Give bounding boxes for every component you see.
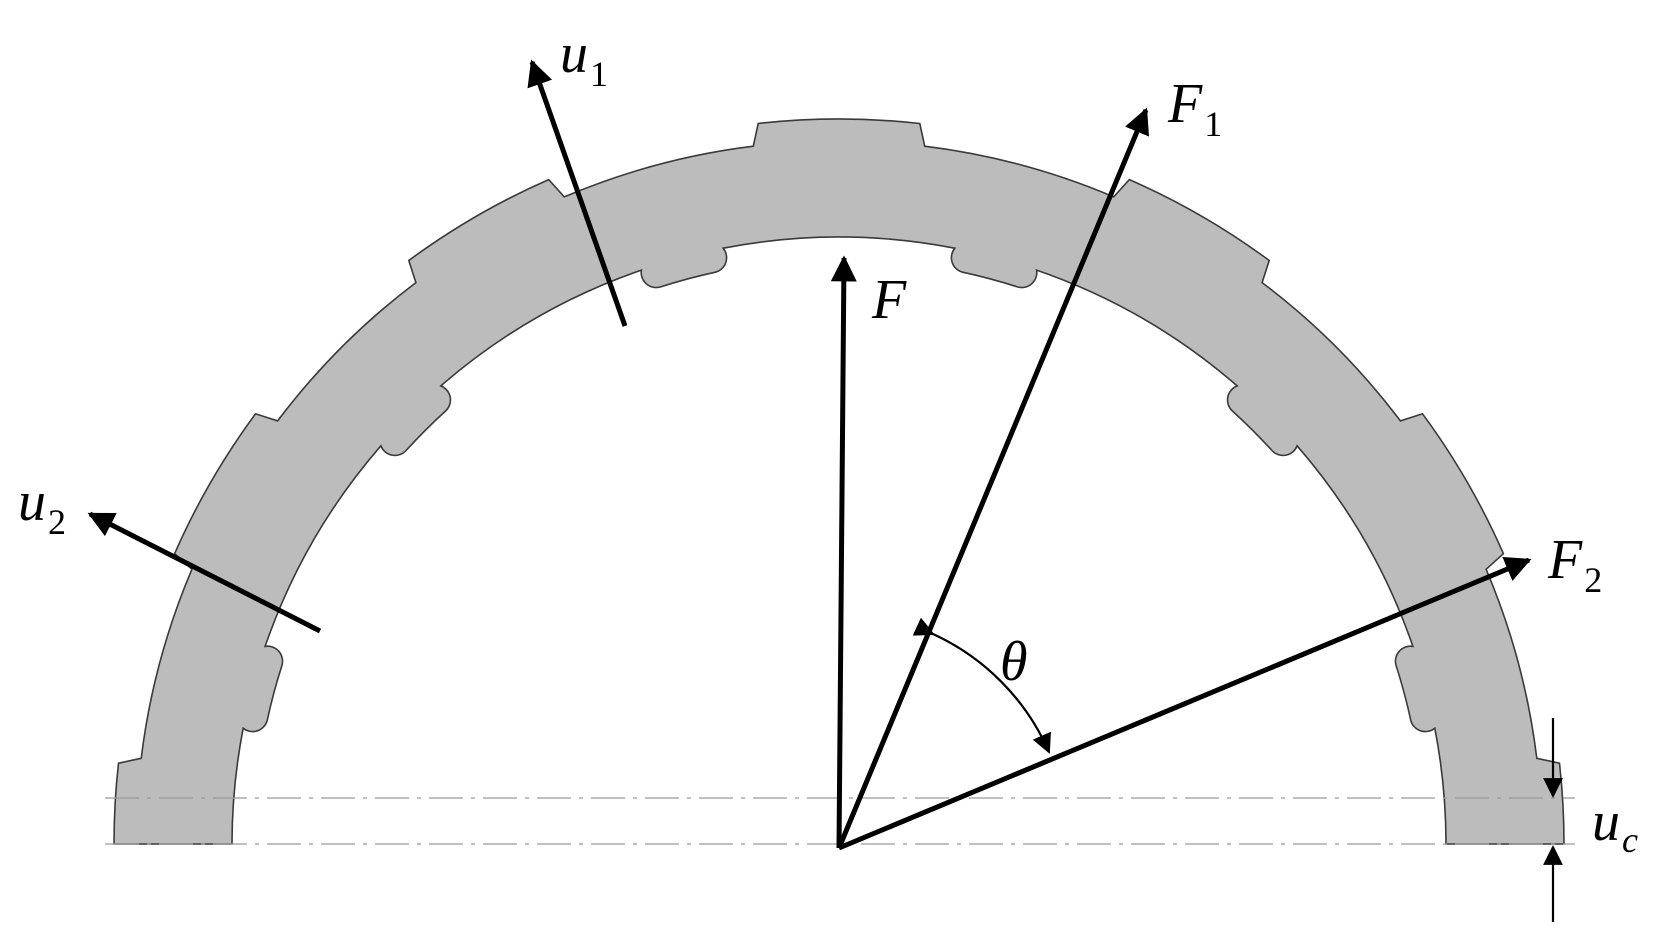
vector-F1 bbox=[836, 107, 1150, 849]
label-theta: θ bbox=[1000, 631, 1028, 693]
angle-theta-arc bbox=[912, 617, 1051, 754]
vector-F2 bbox=[838, 557, 1532, 851]
label-u2: u2 bbox=[18, 471, 66, 542]
vector-u1 bbox=[527, 59, 628, 327]
vector-u2 bbox=[87, 511, 322, 634]
half-ring-plate bbox=[113, 118, 1565, 845]
label-F2: F2 bbox=[1547, 529, 1602, 600]
vector-F bbox=[830, 255, 857, 849]
vectors bbox=[87, 59, 1532, 851]
label-F1: F1 bbox=[1167, 73, 1222, 144]
label-uc: uc bbox=[1592, 791, 1638, 860]
label-F: F bbox=[871, 269, 907, 331]
label-u1: u1 bbox=[560, 23, 608, 94]
